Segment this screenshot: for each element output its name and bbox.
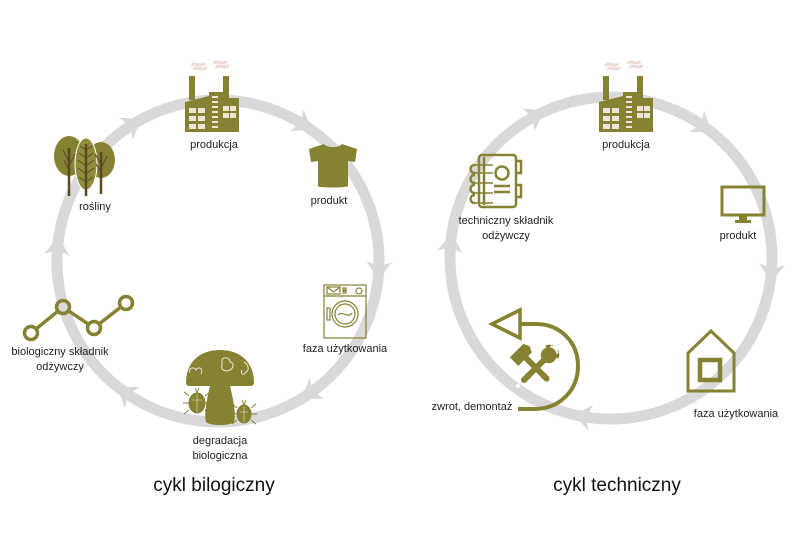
mushroom-beetles-icon [183,350,257,425]
tech-label-produkt: produkt [719,230,757,242]
bio-label-produkt: produkt [310,195,348,207]
monitor-icon [720,185,766,223]
nutrient-chain-icon [22,294,135,342]
technical-cycle-arrows [436,108,786,431]
cycle-arrowhead [689,110,712,133]
cycle-arrowhead [117,386,140,409]
house-icon [686,328,736,393]
cycle-arrowhead [366,260,393,280]
technical-cycle-ring [436,91,786,431]
bio-label-degradacja-line2: biologiczna [192,450,248,462]
cycle-arrowhead [289,109,312,132]
tech-label-skladnik-line2: odżywczy [482,230,530,242]
tech-label-produkcja: produkcja [602,139,650,151]
bio-label-produkcja: produkcja [190,139,238,151]
bio-label-faza-uzytkowania: faza użytkowania [302,343,388,355]
tech-label-skladnik-line1: techniczny składnik [458,215,554,227]
tech-label-skladnik: techniczny składnik odżywczy [446,214,566,244]
tshirt-icon [309,144,357,188]
notebook-icon [469,153,523,209]
washing-machine-icon [323,284,367,339]
tech-label-zwrot: zwrot, demontaż [431,401,513,413]
bio-label-skladnik-line1: biologiczny składnik [11,346,109,358]
bio-label-degradacja-line1: degradacja [192,435,248,447]
biological-cycle-title: cykl bilogiczny [153,475,275,496]
cycle-arrowhead [573,405,594,431]
bio-label-skladnik: biologiczny składnik odżywczy [0,345,120,375]
cycle-arrowhead [522,108,545,132]
trees-icon [54,136,115,196]
cycle-arrowhead [119,117,142,140]
technical-cycle-title: cykl techniczny [553,475,681,496]
cycle-arrowhead [43,237,70,257]
tech-label-faza-uzytkowania: faza użytkowania [693,408,779,420]
cycle-arrowhead [436,234,463,254]
biological-cycle-arrows [43,109,393,409]
bio-label-rosliny: rośliny [79,201,111,213]
return-tools-icon [488,307,581,411]
bio-label-degradacja: degradacja biologiczna [170,434,270,464]
cycle-arrowhead [302,377,325,399]
bio-label-skladnik-line2: odżywczy [36,361,84,373]
cycle-arrowhead [759,262,786,282]
